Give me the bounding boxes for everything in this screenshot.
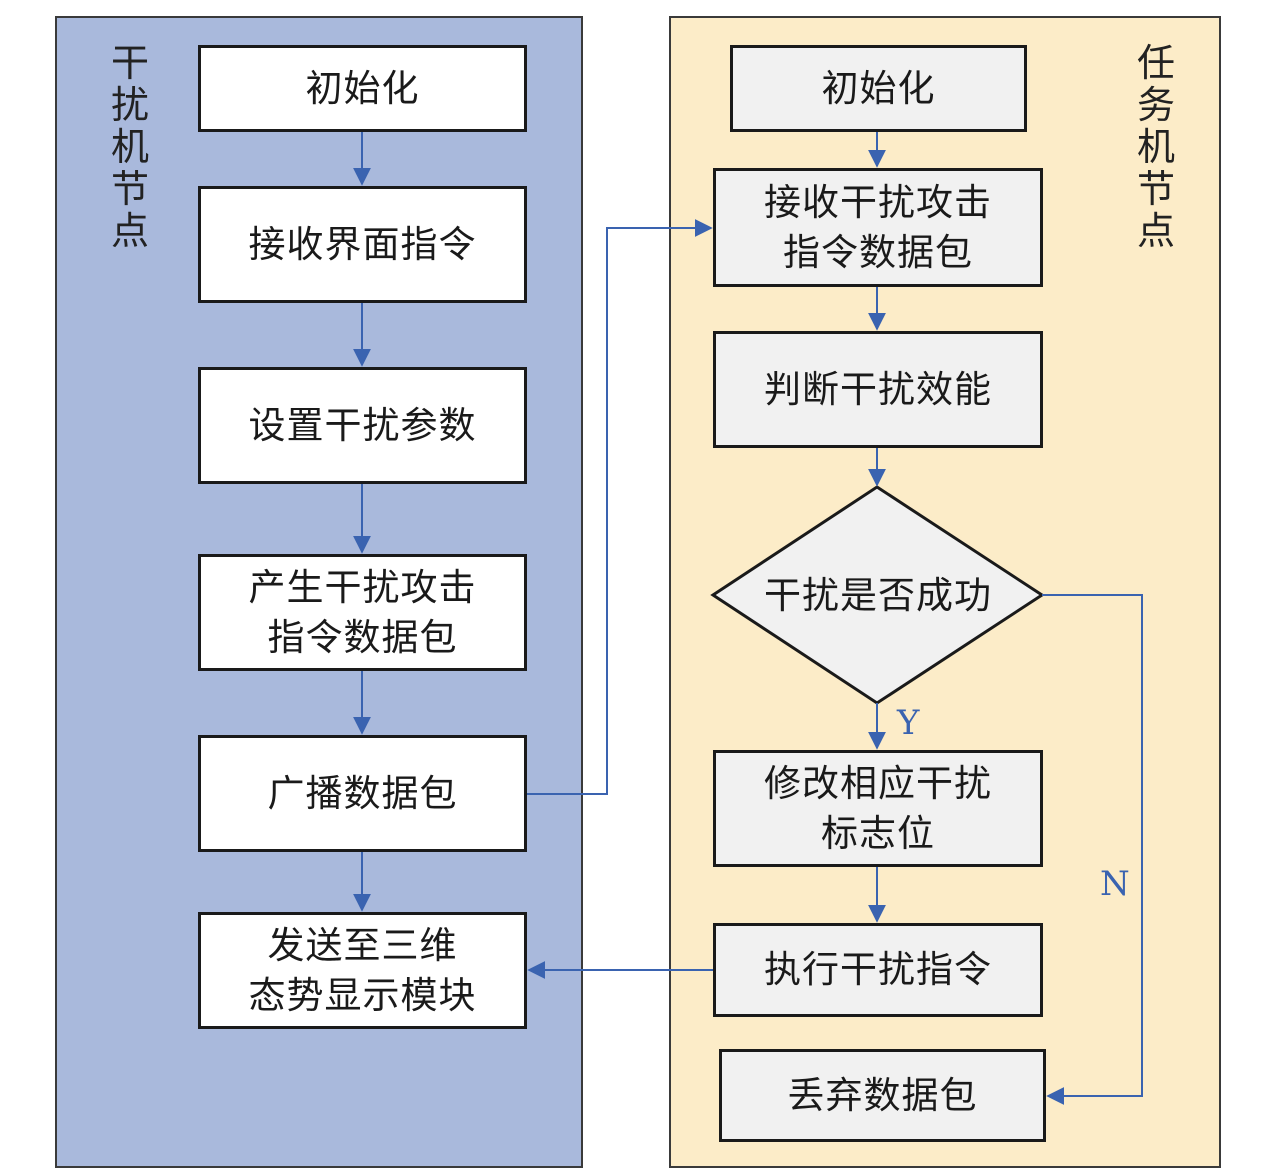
set-jamming-params-box: 设置干扰参数 xyxy=(198,367,527,484)
modify-flag-box: 修改相应干扰 标志位 xyxy=(713,750,1043,867)
receive-packet-box: 接收干扰攻击 指令数据包 xyxy=(713,168,1043,287)
send-to-3d-display-box: 发送至三维 态势显示模块 xyxy=(198,912,527,1029)
mission-init-box: 初始化 xyxy=(730,45,1027,132)
discard-packet-box: 丢弃数据包 xyxy=(719,1049,1046,1142)
mission-lane-title: 任务机节点 xyxy=(1136,41,1175,253)
execute-command-box: 执行干扰指令 xyxy=(713,923,1043,1017)
broadcast-packet-box: 广播数据包 xyxy=(198,735,527,852)
no-label: N xyxy=(1100,864,1130,904)
decision-label: 干扰是否成功 xyxy=(764,574,992,617)
generate-packet-box: 产生干扰攻击 指令数据包 xyxy=(198,554,527,671)
jammer-lane-title: 干扰机节点 xyxy=(110,41,149,253)
judge-effectiveness-box: 判断干扰效能 xyxy=(713,331,1043,448)
arrow-broadcast-to-mission xyxy=(527,219,713,795)
receive-ui-command-box: 接收界面指令 xyxy=(198,186,527,303)
yes-label: Y xyxy=(897,703,920,743)
jammer-init-box: 初始化 xyxy=(198,45,527,132)
arrow-decision-no xyxy=(1042,594,1143,1105)
